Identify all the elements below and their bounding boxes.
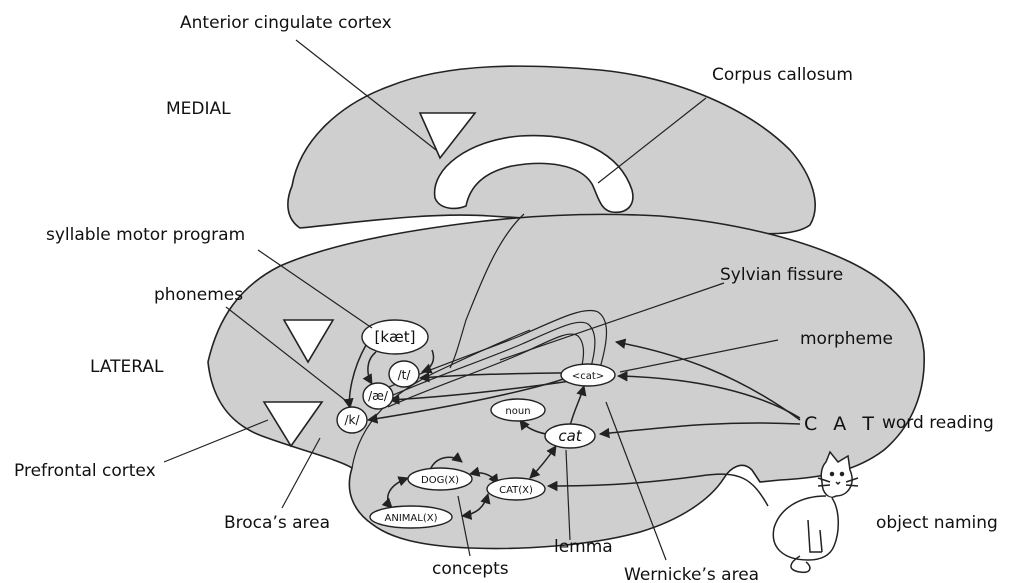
node-k: /k/ (337, 407, 367, 433)
node-cat-lemma-label: cat (558, 427, 582, 445)
label-object-naming: object naming (876, 513, 998, 533)
label-syllable-motor-program: syllable motor program (46, 225, 245, 245)
label-prefrontal-cortex: Prefrontal cortex (14, 461, 156, 481)
node-ae: /æ/ (363, 383, 393, 409)
node-cat-x-label: CAT(X) (499, 485, 533, 496)
node-cat-morpheme-label: <cat> (572, 371, 604, 382)
node-animal-x: ANIMAL(X) (370, 506, 452, 528)
node-k-label: /k/ (344, 413, 360, 427)
label-cat-letters: C A T (804, 413, 879, 435)
node-noun-label: noun (505, 406, 530, 417)
label-morpheme: morpheme (800, 329, 893, 349)
node-noun: noun (491, 399, 545, 421)
node-dog-x-label: DOG(X) (421, 475, 459, 486)
node-cat-morpheme: <cat> (561, 364, 615, 386)
label-corpus-callosum: Corpus callosum (712, 65, 853, 85)
node-cat-lemma: cat (545, 424, 595, 448)
node-kaet: [kæt] (362, 320, 428, 354)
node-dog-x: DOG(X) (408, 468, 472, 490)
label-sylvian-fissure: Sylvian fissure (720, 265, 843, 285)
label-lemma: lemma (554, 537, 613, 557)
node-animal-x-label: ANIMAL(X) (385, 513, 438, 524)
label-wernickes-area: Wernicke’s area (624, 565, 759, 583)
leader-prefrontal (164, 420, 268, 462)
label-anterior-cingulate: Anterior cingulate cortex (180, 13, 392, 33)
label-word-reading: word reading (882, 413, 994, 433)
label-medial: MEDIAL (166, 99, 231, 119)
node-ae-label: /æ/ (368, 389, 389, 403)
label-lateral: LATERAL (90, 357, 164, 377)
node-kaet-label: [kæt] (374, 328, 415, 346)
label-phonemes: phonemes (154, 285, 243, 305)
label-brocas-area: Broca’s area (224, 513, 330, 533)
label-concepts: concepts (432, 559, 509, 579)
node-t: /t/ (389, 361, 419, 387)
node-cat-x: CAT(X) (487, 478, 545, 500)
node-t-label: /t/ (398, 368, 412, 382)
